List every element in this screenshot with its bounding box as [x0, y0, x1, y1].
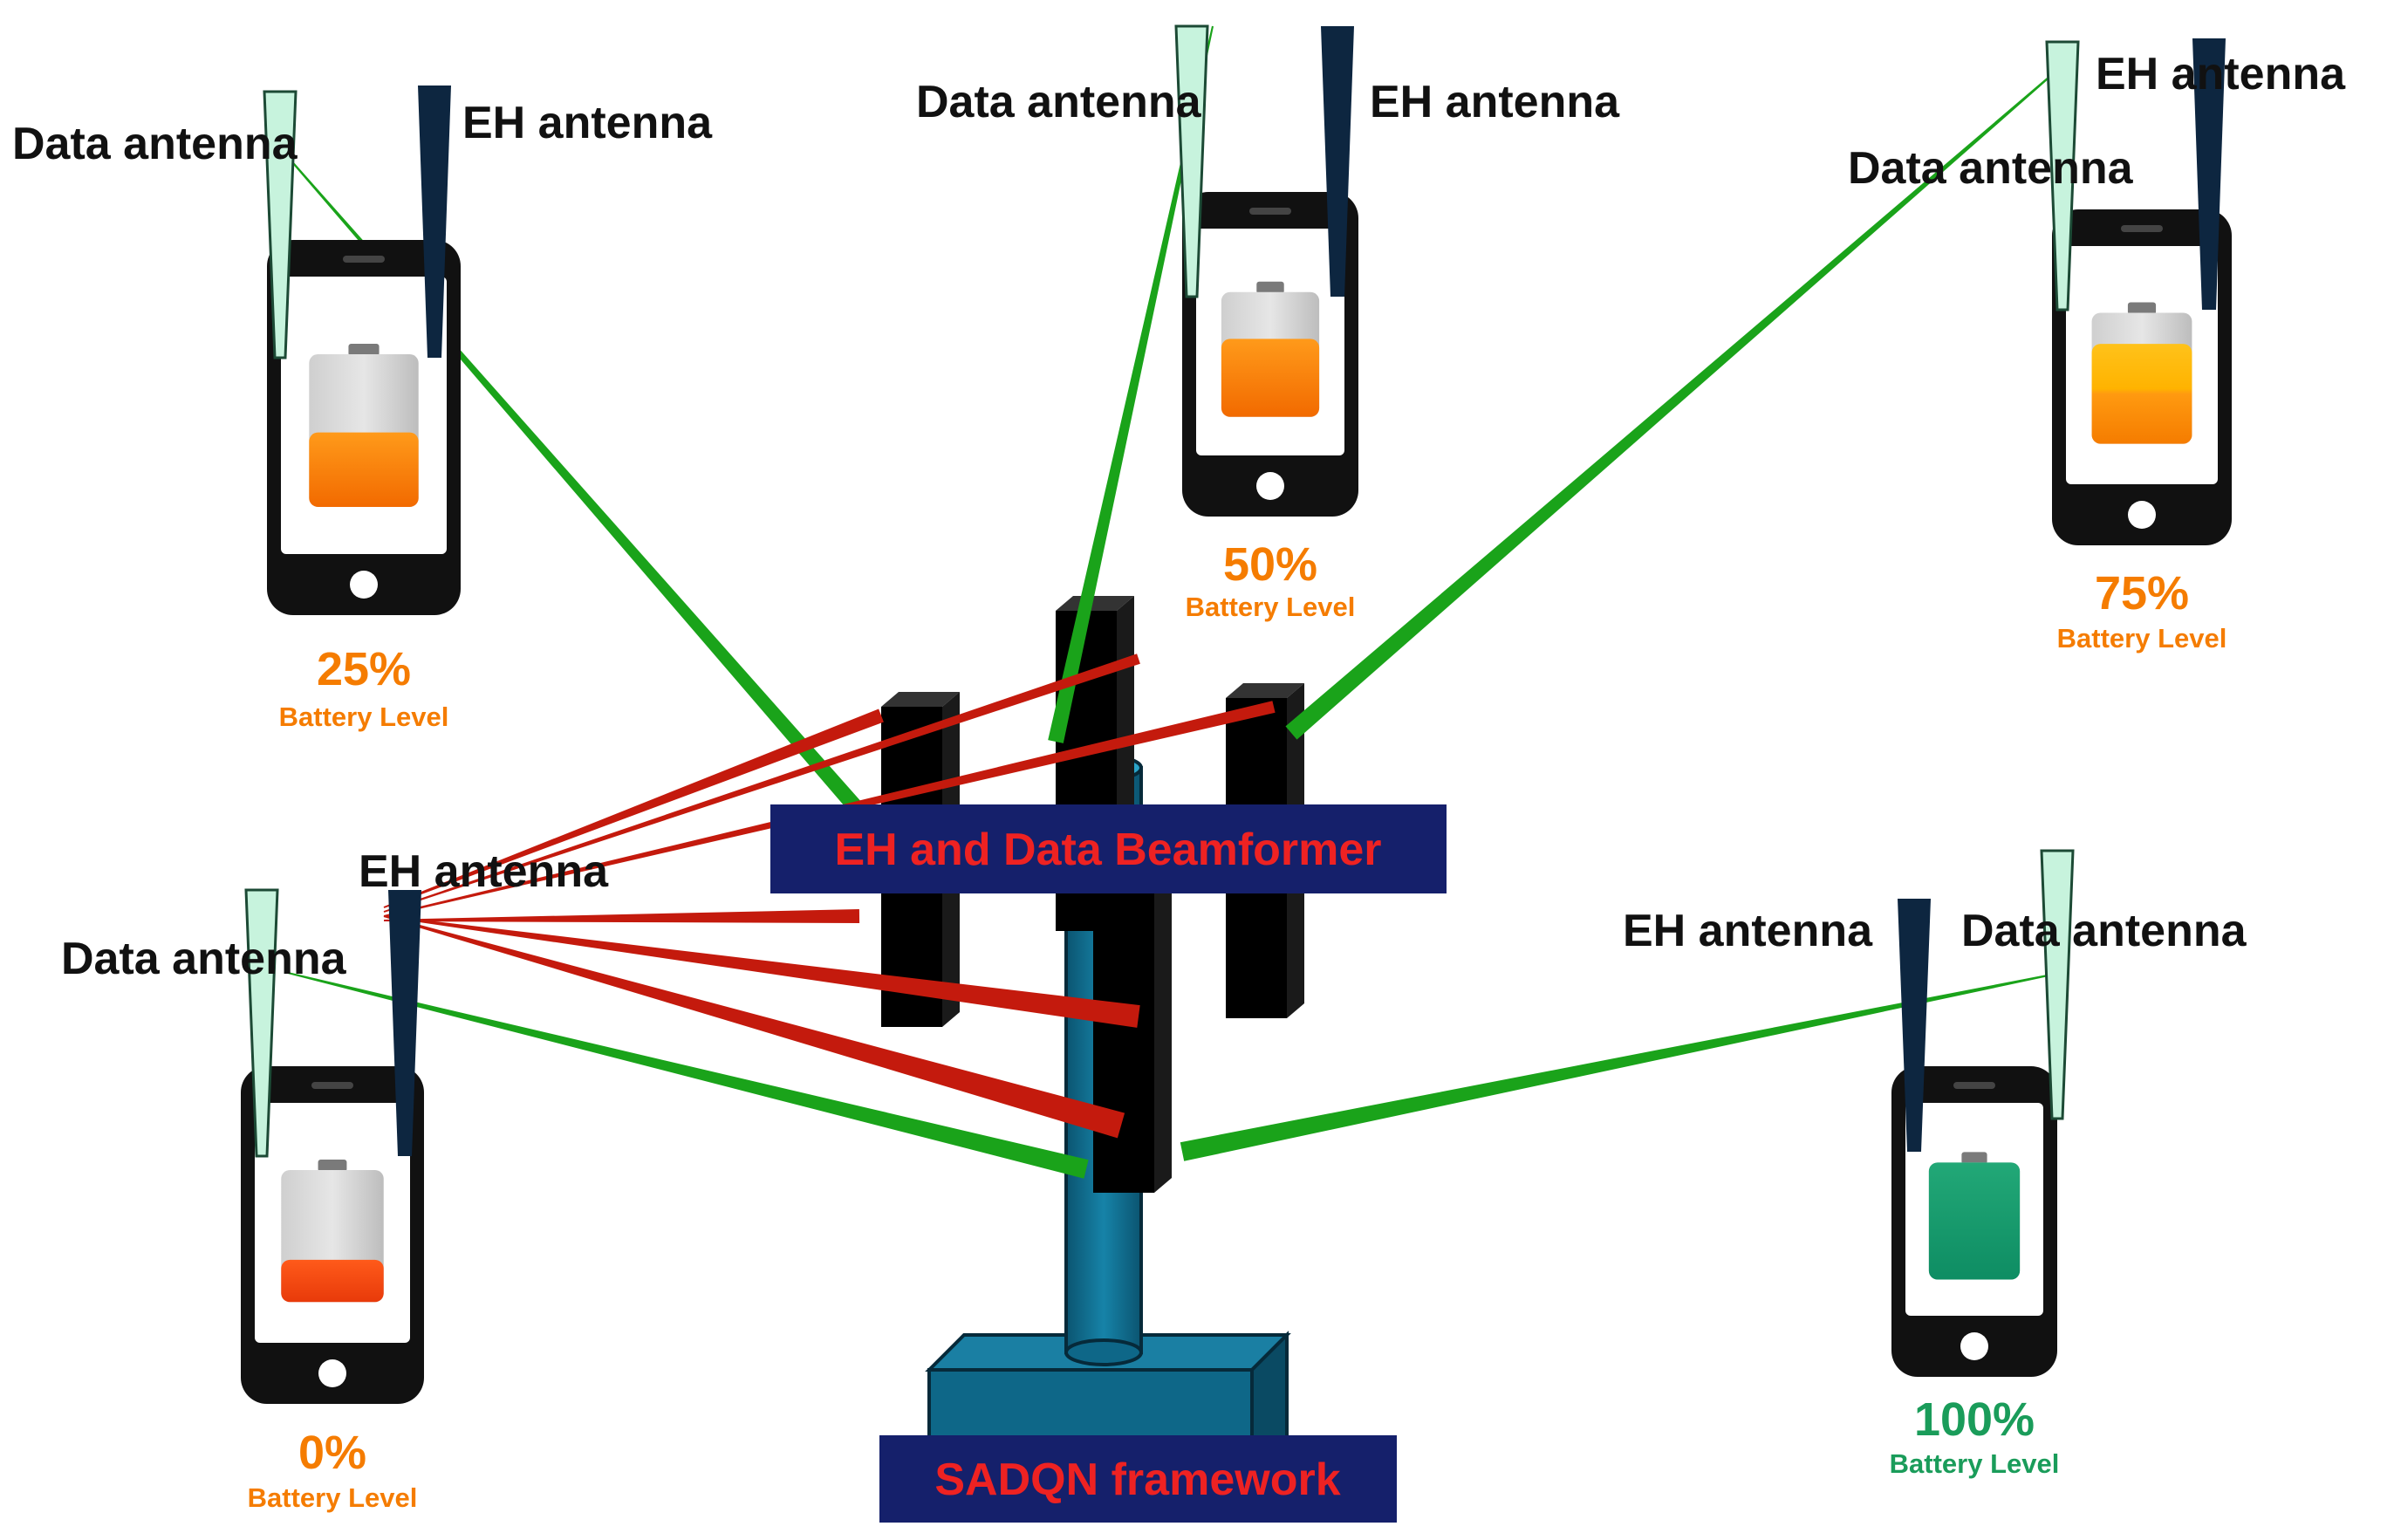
beams-layer: [287, 25, 2069, 1179]
battery-level-label-d4: Battery Level: [1890, 1448, 2060, 1479]
data-antenna-label-d2: Data antenna: [1848, 143, 2134, 194]
eh-antenna-label-d3: EH antenna: [359, 846, 609, 897]
eh-antenna-icon: [1898, 899, 1931, 1152]
battery-percent-d0: 25%: [317, 643, 411, 695]
data-antenna-icon: [2045, 40, 2080, 311]
battery-percent-d3: 0%: [298, 1427, 366, 1479]
battery-fill: [281, 1259, 384, 1303]
phone-speaker: [2121, 225, 2163, 232]
eh-beam-1: [383, 708, 884, 908]
eh-antenna-label-d2: EH antenna: [2096, 49, 2346, 99]
data-antenna-icon: [263, 90, 298, 359]
base-station-tower: [881, 596, 1304, 1488]
battery-icon: [281, 1160, 384, 1303]
phone-speaker: [311, 1082, 353, 1089]
data-antenna-icon: [1174, 24, 1209, 298]
battery-fill: [1221, 339, 1320, 417]
beamformer-box: EH and Data Beamformer: [770, 804, 1447, 893]
framework-box-text: SADQN framework: [934, 1454, 1340, 1505]
data-antenna-label-d1: Data antenna: [916, 77, 1202, 127]
beamformer-box-text: EH and Data Beamformer: [834, 825, 1381, 875]
battery-fill: [1928, 1162, 2021, 1280]
data-antenna-label-d4: Data antenna: [1961, 906, 2247, 956]
battery-icon: [309, 344, 419, 507]
data-beam-d3: [287, 972, 1089, 1179]
framework-box: SADQN framework: [879, 1435, 1397, 1523]
phone-d1: 50%Battery Level: [1174, 24, 1358, 622]
eh-antenna-label-d0: EH antenna: [462, 98, 713, 148]
data-beam-d4: [1180, 972, 2062, 1161]
phone-home-button: [350, 571, 378, 599]
phone-home-button: [1256, 472, 1284, 500]
data-antenna-icon: [2040, 849, 2075, 1120]
phone-d2: 75% Battery Level: [2045, 38, 2232, 654]
phone-speaker: [343, 256, 385, 263]
phone-d4: 100%Battery Level: [1890, 849, 2075, 1479]
phone-d0: 25% Battery Level: [263, 86, 461, 732]
eh-antenna-label-d4: EH antenna: [1623, 906, 1873, 956]
eh-antenna-icon: [2192, 38, 2226, 310]
battery-percent-d2: 75%: [2095, 567, 2189, 619]
data-beam-d2: [1285, 60, 2069, 740]
phone-d3: 0%Battery Level: [241, 888, 424, 1513]
antenna-panel-front: [1093, 858, 1172, 1193]
battery-icon: [1221, 281, 1320, 417]
battery-icon: [1928, 1152, 2021, 1280]
eh-antenna-label-d1: EH antenna: [1370, 77, 1620, 127]
battery-level-label-d0: Battery Level: [279, 702, 449, 732]
phone-home-button: [1960, 1332, 1988, 1360]
battery-percent-d4: 100%: [1914, 1393, 2035, 1446]
eh-antenna-icon: [418, 86, 451, 358]
battery-level-label-d1: Battery Level: [1186, 592, 1356, 622]
data-antenna-label-d0: Data antenna: [12, 119, 298, 169]
phone-home-button: [2128, 501, 2156, 529]
data-antenna-icon: [244, 888, 279, 1158]
phone-speaker: [1953, 1082, 1995, 1089]
antenna-labels: Data antenna EH antenna Data antenna EH …: [12, 49, 2346, 984]
battery-percent-d1: 50%: [1223, 538, 1317, 591]
eh-beam-6: [384, 909, 860, 923]
eh-beam-2: [383, 654, 1140, 913]
eh-antenna-icon: [388, 890, 421, 1156]
data-antenna-label-d3: Data antenna: [61, 934, 347, 984]
phone-speaker: [1249, 208, 1291, 215]
battery-fill: [2091, 344, 2192, 444]
battery-level-label-d3: Battery Level: [248, 1482, 418, 1513]
eh-antenna-icon: [1321, 26, 1354, 297]
phone-home-button: [318, 1359, 346, 1387]
tower-pole-bottom: [1064, 1338, 1143, 1366]
battery-icon: [2091, 302, 2192, 444]
data-beam-d1: [1048, 25, 1214, 743]
battery-level-label-d2: Battery Level: [2057, 623, 2227, 654]
eh-beam-5: [383, 915, 1125, 1139]
eh-beam-4: [383, 915, 1140, 1028]
battery-fill: [309, 432, 419, 507]
